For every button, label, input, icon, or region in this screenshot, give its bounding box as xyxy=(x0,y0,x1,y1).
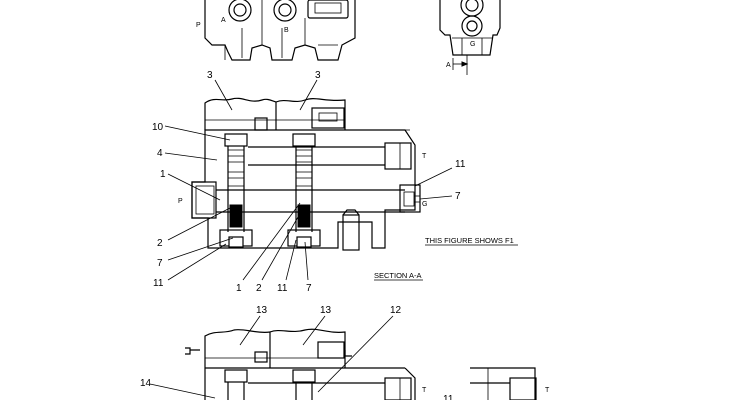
port-label-p-mid: P xyxy=(178,198,183,205)
callout-10: 10 xyxy=(152,122,164,133)
port-label-a: A xyxy=(221,17,226,24)
port-label-g-top: G xyxy=(470,41,475,48)
callout-11-left: 11 xyxy=(153,278,164,289)
callout-4: 4 xyxy=(157,148,163,159)
callout-numbers: 3 3 10 4 1 2 7 11 1 2 11 7 11 7 13 13 12… xyxy=(140,70,466,400)
port-label-b: B xyxy=(284,27,289,34)
port-label-t-bot2: T xyxy=(545,387,550,394)
callout-2-left: 2 xyxy=(157,238,163,249)
top-left-valve-view: P A B xyxy=(196,0,356,61)
callout-13-right: 13 xyxy=(320,305,332,316)
callout-2-bottom: 2 xyxy=(256,283,262,294)
callout-7-left: 7 xyxy=(157,258,163,269)
callout-7-right: 7 xyxy=(455,191,461,202)
callout-3-left: 3 xyxy=(207,70,213,81)
port-label-t-mid: T xyxy=(422,153,427,160)
callout-11-right: 11 xyxy=(455,159,466,170)
callout-leaders xyxy=(149,79,453,399)
callout-1-left: 1 xyxy=(160,169,166,180)
figure-note: THIS FIGURE SHOWS F1 xyxy=(425,236,514,245)
callout-3-right: 3 xyxy=(315,70,321,81)
port-label-p-top: P xyxy=(196,22,201,29)
callout-7-bottom: 7 xyxy=(306,283,312,294)
section-marker-a: A xyxy=(446,62,451,69)
lower-section-drawing: T T xyxy=(185,328,550,400)
callout-11-lower: 11 xyxy=(443,394,454,400)
callout-14: 14 xyxy=(140,378,152,389)
captions: THIS FIGURE SHOWS F1 SECTION A-A xyxy=(374,236,518,281)
callout-13-left: 13 xyxy=(256,305,268,316)
top-right-side-view: G A xyxy=(439,0,501,75)
callout-12: 12 xyxy=(390,305,402,316)
callout-11-bottom: 11 xyxy=(277,283,288,294)
section-caption: SECTION A-A xyxy=(374,271,422,280)
section-a-a-drawing: P T G xyxy=(178,97,427,251)
callout-1-bottom: 1 xyxy=(236,283,242,294)
port-label-g-mid: G xyxy=(422,201,427,208)
port-label-t-bot1: T xyxy=(422,387,427,394)
